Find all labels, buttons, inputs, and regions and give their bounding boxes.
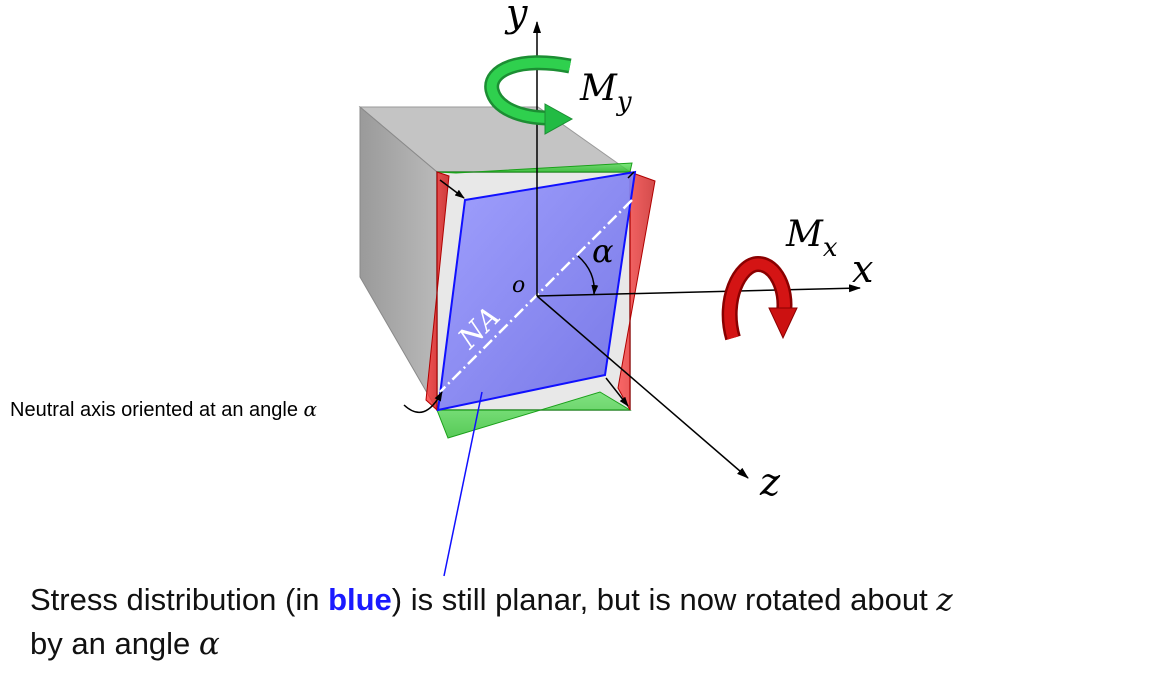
moment-x-arrow <box>721 255 798 341</box>
corner-arrow-bottom-right <box>605 377 629 407</box>
caption-axis: z <box>936 582 953 618</box>
caption-text-2: ) is still planar, but is now rotated ab… <box>391 582 937 617</box>
corner-arrow-top-left <box>439 179 465 199</box>
caption-symbol: α <box>198 626 220 662</box>
moment-x-label: Mx <box>785 214 838 263</box>
angle-label: α <box>592 232 614 270</box>
caption-text-3: by an angle <box>30 626 199 661</box>
caption-pointer-line <box>443 391 483 577</box>
red-distribution-left <box>425 171 450 412</box>
z-axis <box>536 295 749 479</box>
origin-label: o <box>512 273 525 298</box>
red-distribution-right <box>617 171 656 411</box>
z-axis-label: z <box>759 460 781 504</box>
callout-leader <box>403 391 443 414</box>
caption-highlight: blue <box>328 582 392 617</box>
neutral-axis-line <box>439 199 633 393</box>
y-axis-label: y <box>504 0 528 35</box>
caption: Stress distribution (in blue) is still p… <box>30 578 1155 666</box>
moment-y-arrow <box>484 55 574 135</box>
x-axis <box>536 284 861 297</box>
green-distribution-bottom <box>436 391 632 439</box>
caption-text-1: Stress distribution (in <box>30 582 329 617</box>
angle-arc <box>577 255 599 295</box>
moment-y-label: My <box>579 68 632 117</box>
green-distribution-top <box>436 162 633 174</box>
corner-arrow-top-right <box>627 171 635 179</box>
neutral-axis-callout: Neutral axis oriented at an angle α <box>10 397 318 421</box>
x-axis-label: x <box>852 247 873 291</box>
